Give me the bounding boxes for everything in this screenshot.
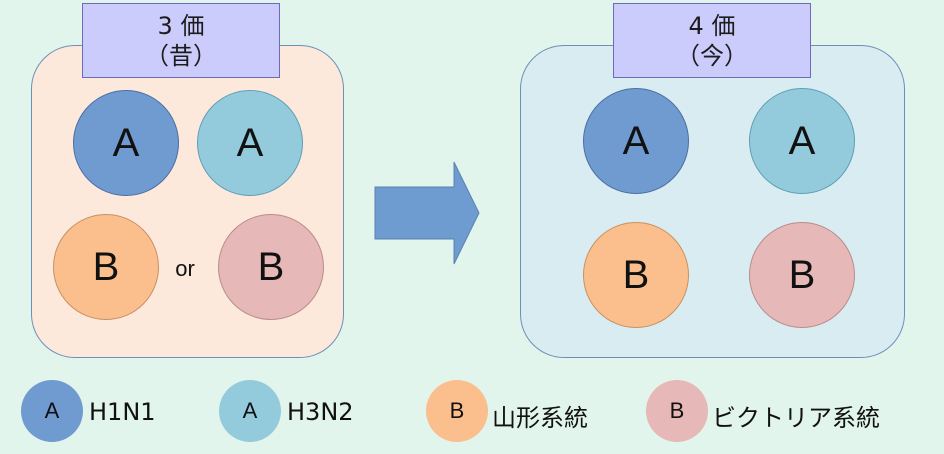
- quadrivalent-title: 4 価: [688, 11, 736, 40]
- h3n2-circle-right: A: [749, 88, 855, 194]
- yamagata-circle-right: B: [583, 222, 689, 328]
- legend-h3n2-label: H3N2: [287, 398, 354, 426]
- legend-h1n1-circle: A: [21, 380, 83, 442]
- h1n1-circle-right: A: [583, 88, 689, 194]
- trivalent-title: 3 価: [157, 11, 205, 40]
- victoria-circle-left: B: [218, 214, 324, 320]
- quadrivalent-subtitle: （今）: [676, 41, 748, 70]
- yamagata-circle-left: B: [53, 214, 159, 320]
- legend-yamagata-label: 山形系統: [492, 404, 588, 432]
- right-arrow-icon: [374, 161, 480, 265]
- legend-h3n2-circle: A: [219, 380, 281, 442]
- legend-h1n1-label: H1N1: [89, 398, 156, 426]
- h3n2-circle-left: A: [197, 90, 303, 196]
- quadrivalent-panel: [520, 45, 905, 358]
- trivalent-title-box: 3 価 （昔）: [82, 3, 280, 78]
- legend-yamagata-circle: B: [426, 380, 488, 442]
- h1n1-circle-left: A: [73, 90, 179, 196]
- or-label: or: [175, 256, 195, 281]
- legend-victoria-label: ビクトリア系統: [712, 404, 880, 432]
- trivalent-subtitle: （昔）: [145, 41, 217, 70]
- legend-victoria-circle: B: [646, 380, 708, 442]
- quadrivalent-title-box: 4 価 （今）: [613, 3, 811, 78]
- victoria-circle-right: B: [749, 222, 855, 328]
